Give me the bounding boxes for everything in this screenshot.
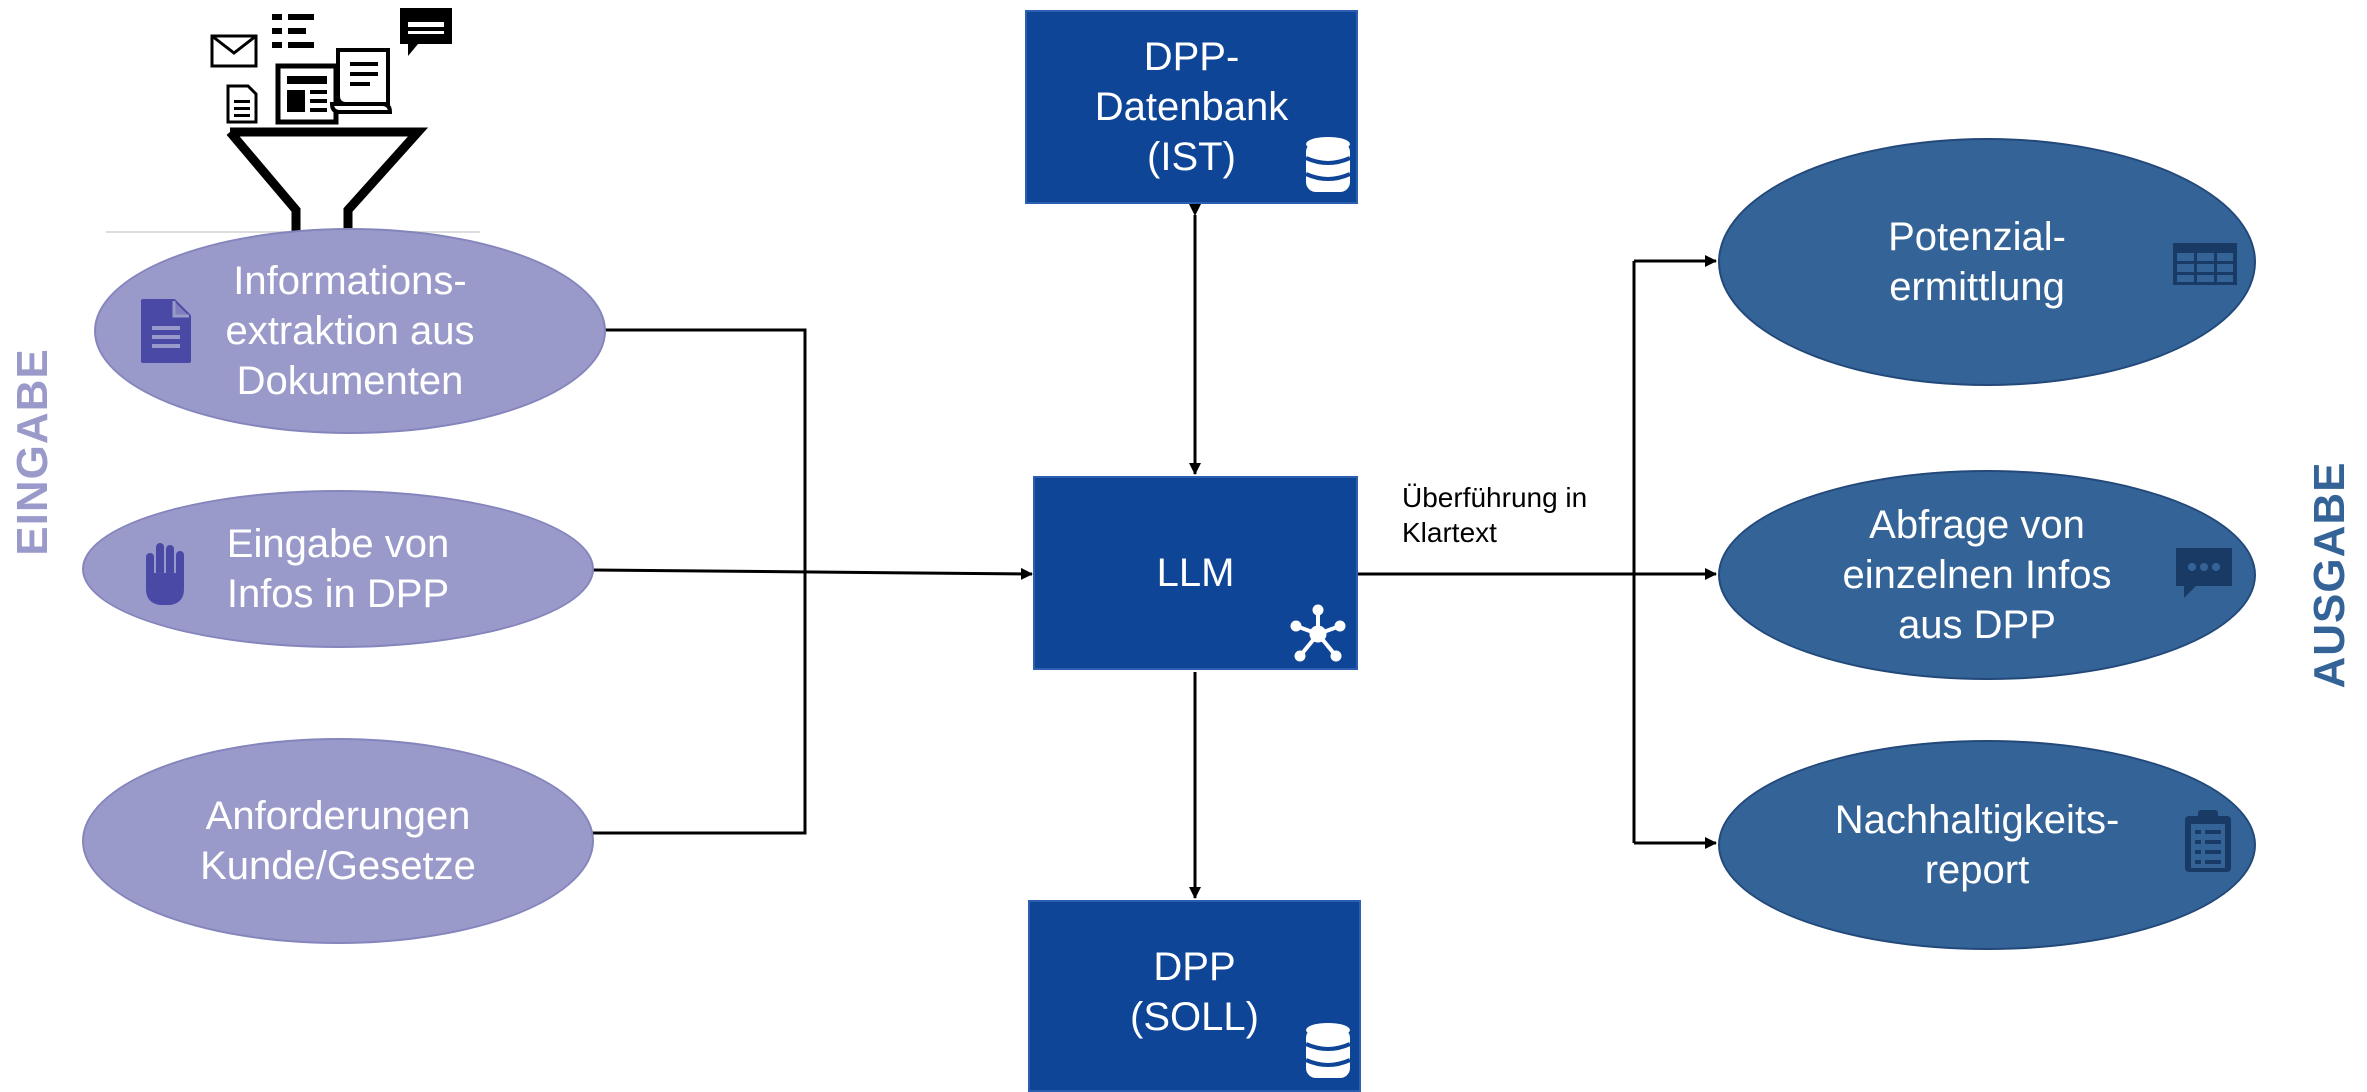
scroll-icon [329, 48, 393, 114]
input-document-extraction-label: Informations- extraktion aus Dokumenten [225, 259, 475, 403]
input-requirements-label: Anforderungen Kunde/Gesetze [200, 794, 476, 888]
database-icon [1305, 1023, 1351, 1078]
envelope-icon [210, 34, 258, 68]
clipboard-icon [2185, 810, 2231, 872]
newspaper-icon [275, 63, 339, 125]
funnel-illustration [106, 8, 480, 233]
node-dpp-database-ist: DPP- Datenbank (IST) [1025, 10, 1358, 204]
output-potential-analysis-label: Potenzial- ermittlung [1888, 215, 2066, 309]
output-info-query: Abfrage von einzelnen Infos aus DPP [1718, 470, 2256, 680]
chat-icon [2176, 548, 2232, 598]
input-enter-info-label: Eingabe von Infos in DPP [226, 522, 450, 616]
output-potential-analysis: Potenzial- ermittlung [1718, 138, 2256, 386]
table-icon [2173, 243, 2237, 285]
connector-input-1 [605, 328, 807, 574]
node-llm: LLM [1033, 476, 1358, 670]
document-icon [141, 299, 191, 363]
input-requirements: Anforderungen Kunde/Gesetze [82, 738, 594, 944]
node-dpp-soll-label: DPP (SOLL) [1130, 945, 1259, 1039]
transfer-note: Überführung in Klartext [1402, 482, 1588, 548]
database-icon [1305, 137, 1351, 192]
output-sustainability-report-label: Nachhaltigkeits- report [1834, 798, 2120, 892]
connector-input-2 [592, 567, 1033, 580]
input-side-label: EINGABE [8, 348, 57, 556]
network-icon [1290, 604, 1346, 662]
list-icon [272, 14, 314, 48]
hand-icon [146, 543, 184, 605]
output-sustainability-report: Nachhaltigkeits- report [1718, 740, 2256, 950]
connector-input-3 [575, 574, 807, 835]
node-dpp-database-ist-label: DPP- Datenbank (IST) [1094, 35, 1289, 179]
page-icon [226, 84, 258, 124]
node-dpp-soll: DPP (SOLL) [1028, 900, 1361, 1092]
output-info-query-label: Abfrage von einzelnen Infos aus DPP [1842, 503, 2112, 647]
output-side-label: AUSGABE [2305, 461, 2354, 689]
chat-bubble-icon [400, 8, 452, 56]
node-llm-label: LLM [1156, 551, 1235, 595]
